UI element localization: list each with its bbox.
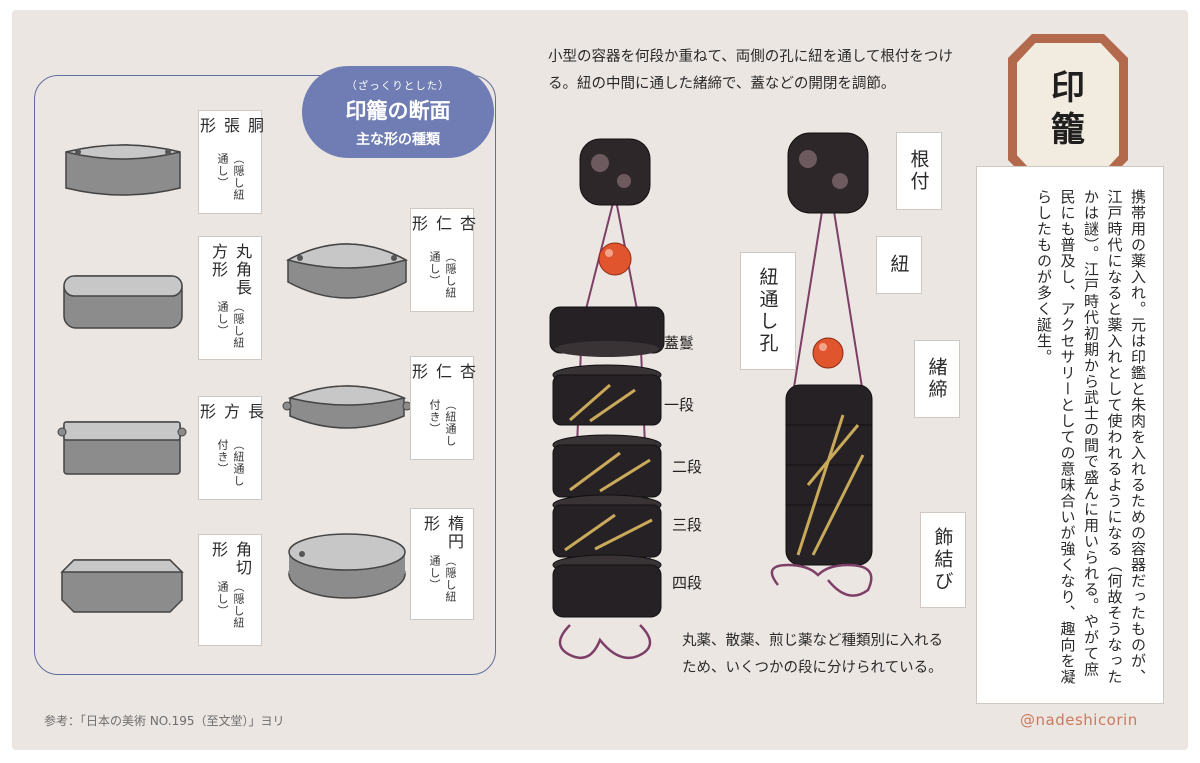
- dobari-shape-illustration: [65, 144, 181, 196]
- shape-label-dobari: 胴張形 （隠し紐通し）: [197, 110, 264, 214]
- kyonin-cord-shape-illustration: [282, 385, 412, 429]
- kakukiri-shape-illustration: [60, 559, 184, 613]
- title-badge: 印 籠: [1008, 34, 1128, 184]
- shape-label-kyonin-cord: 杏仁形 （紐通し付き）: [409, 356, 476, 460]
- part-label-tier-1: 一段: [664, 396, 695, 414]
- reference-credit: 参考：「日本の美術 NO.195（至文堂）」ヨリ: [44, 714, 285, 728]
- description-text: 携帯用の薬入れ。元は印鑑と朱肉を入れるための容器だったものが、江戸時代になると薬…: [1035, 189, 1147, 685]
- callout-kazari: 飾結び: [920, 512, 966, 608]
- exploded-inro-illustration: [549, 138, 665, 660]
- shape-label-marukaku: 丸角長方形 （隠し紐通し）: [198, 236, 262, 360]
- kyonin-hidden-shape-illustration: [285, 243, 409, 299]
- part-label-lid: 蓋鬘: [664, 334, 695, 352]
- part-label-tier-2: 二段: [672, 458, 703, 476]
- section-small-label: （ざっくりとした）: [346, 80, 450, 92]
- section-subtitle: 主な形の種類: [356, 132, 440, 148]
- callout-netsuke: 根付: [896, 132, 942, 210]
- shape-label-kakukiri: 角切形 （隠し紐通し）: [198, 534, 262, 646]
- shape-label-kyonin-hidden: 杏仁形 （隠し紐通し）: [409, 208, 476, 312]
- chohoukei-shape-illustration: [57, 421, 187, 475]
- shape-label-daen: 楕円形 （隠し紐通し）: [410, 508, 474, 620]
- part-label-tier-4: 四段: [672, 574, 703, 592]
- assembled-inro-illustration: [770, 132, 873, 597]
- description-box: 携帯用の薬入れ。元は印鑑と朱肉を入れるための容器だったものが、江戸時代になると薬…: [976, 166, 1164, 704]
- intro-text: 小型の容器を何段か重ねて、両側の孔に紐を通して根付をつける。紐の中間に通した緒締…: [548, 49, 953, 92]
- title-char-1: 印: [1051, 68, 1085, 108]
- callout-ojime: 緒締: [914, 340, 960, 418]
- daen-shape-illustration: [288, 533, 406, 599]
- shape-label-chohoukei: 長方形 （紐通し付き）: [197, 396, 264, 500]
- marukaku-shape-illustration: [63, 275, 183, 329]
- title-badge-inner: 印 籠: [1017, 43, 1119, 175]
- section-badge: （ざっくりとした） 印籠の断面 主な形の種類: [302, 66, 494, 158]
- part-label-tier-3: 三段: [672, 516, 703, 534]
- title-char-2: 籠: [1051, 110, 1085, 150]
- section-title: 印籠の断面: [345, 98, 451, 123]
- callout-himo: 紐: [876, 236, 922, 294]
- callout-himotoshi: 紐通し孔: [740, 252, 796, 370]
- author-handle: @nadeshicorin: [1020, 711, 1138, 729]
- tiers-note: 丸薬、散薬、煎じ薬など種類別に入れるため、いくつかの段に分けられている。: [682, 633, 943, 676]
